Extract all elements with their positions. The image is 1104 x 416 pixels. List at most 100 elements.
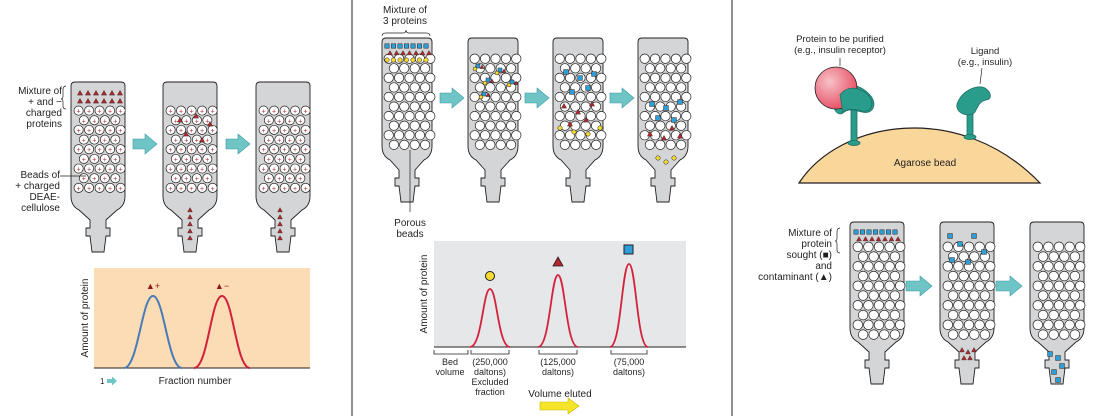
protein-circle [410,57,416,63]
bead [269,124,280,135]
bead [495,101,506,112]
protein-square [485,77,491,83]
receptor-stalk [850,107,858,145]
bead-plus-sign: + [174,118,178,125]
affinity-column-1 [849,221,906,385]
bead [485,82,496,93]
bead-plus-sign: + [98,167,102,174]
bead-plus-sign: + [298,176,302,183]
protein-triangle [101,97,107,104]
bead-plus-sign: + [277,118,281,125]
bead [506,101,517,112]
bead-plus-sign: + [119,186,123,193]
bead-plus-sign: + [195,157,199,164]
bead [1069,329,1081,340]
bead [570,101,581,112]
bead [284,115,295,126]
bead [650,53,661,64]
bead [979,309,991,321]
bead-plus-sign: + [200,147,204,154]
bead-plus-sign: + [108,128,112,135]
eluting-square [1051,369,1057,375]
bead [78,153,89,164]
protein-circle [391,57,396,63]
protein-triangle [567,120,573,127]
bead [852,300,863,311]
bead [958,270,969,282]
bead [650,91,661,103]
bead [414,91,425,103]
protein-circle [663,159,669,165]
f250-line2: daltons) [473,367,507,377]
beads-a-line4: cellulose [21,203,60,214]
bead [191,173,202,184]
protein-circle [423,57,429,63]
bead [506,63,517,74]
bead [863,300,874,311]
bead [202,173,213,184]
bead-plus-sign: + [184,138,188,145]
bead [1037,290,1049,301]
protein-triangle [413,50,419,56]
protein-circle [494,70,500,76]
bead [84,124,95,135]
bead [884,300,895,311]
bead [258,124,269,135]
bead [300,144,311,155]
bead [469,130,480,141]
bead [963,280,975,291]
bead [115,144,126,155]
bead [73,163,84,174]
bead [388,120,399,131]
bead [1064,241,1075,252]
protein-square [423,43,429,49]
protein-triangle [109,89,115,96]
bead [399,63,410,74]
bead [879,309,890,321]
bead [404,91,415,103]
eluting-square [1047,351,1053,357]
bead [559,82,570,93]
bead [985,300,996,311]
f125-line1: (125,000 [540,357,576,367]
protein-triangle [117,89,123,96]
marker-circle-yellow [485,271,495,281]
bead [969,251,980,262]
bead [490,111,501,122]
bead [176,144,187,155]
bead-plus-sign: + [98,186,102,193]
bound-square [971,233,977,239]
bead [485,120,496,131]
bead [274,173,285,184]
flow-arrow-b1 [439,87,465,109]
bead-plus-sign: + [103,157,107,164]
bead [1075,241,1086,252]
bead [420,101,431,112]
bead [511,111,522,122]
bead-plus-sign: + [108,147,112,154]
bead [99,134,110,145]
bead [591,139,602,150]
affinity-column-2 [939,221,996,385]
protein-triangle [93,97,99,104]
bead [404,111,415,122]
bead [554,72,565,83]
protein-triangle [77,97,83,104]
protein-square [879,229,885,235]
protein-triangle [489,78,495,83]
protein-triangle [207,120,213,127]
bead [89,153,100,164]
bead-plus-sign: + [195,138,199,145]
bead-plus-sign: + [174,157,178,164]
peak-125k [537,274,579,348]
bead [186,163,197,174]
bead [857,309,869,321]
bead [105,124,116,135]
bead [409,139,420,150]
bead [969,290,980,301]
eluting-triangle [961,355,967,361]
bead [186,105,197,116]
bead-plus-sign: + [184,176,188,183]
bead [110,134,121,145]
bead [585,111,596,122]
